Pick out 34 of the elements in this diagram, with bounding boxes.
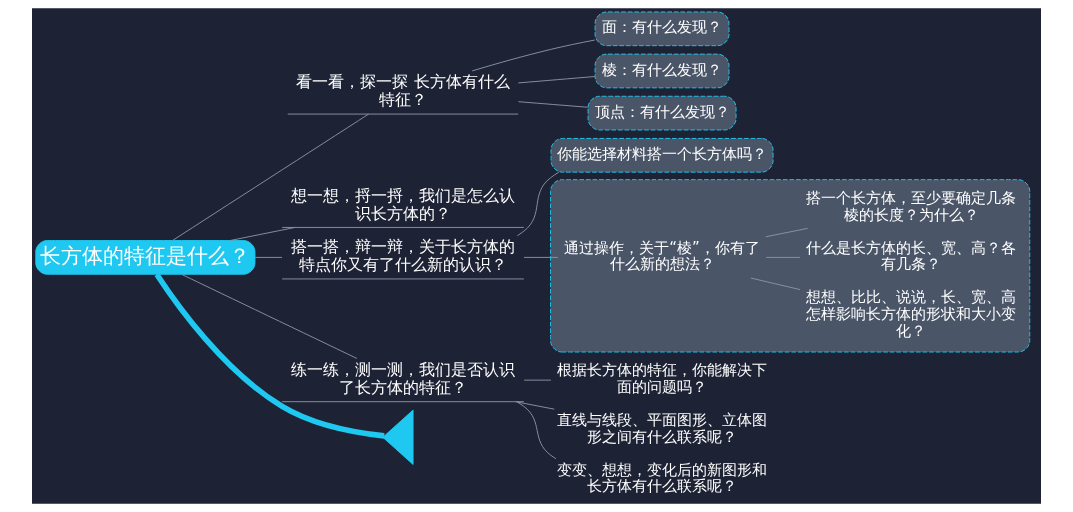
node-text: 练一练，测一测，我们是否认识了长方体的特征？ xyxy=(291,360,515,397)
connector xyxy=(518,101,589,108)
node-text: 什么是长方体的长、宽、高？各有几条？ xyxy=(806,238,1017,274)
connector xyxy=(517,76,596,84)
connector xyxy=(154,272,385,439)
connector xyxy=(172,113,370,241)
connector xyxy=(229,226,296,241)
connector xyxy=(516,171,560,237)
connector xyxy=(750,277,801,291)
connector xyxy=(254,256,283,258)
node-text: 搭一个长方体，至少要确定几条棱的长度？为什么？ xyxy=(806,188,1017,224)
connector xyxy=(515,401,555,410)
connector xyxy=(181,273,358,359)
node-text: 想一想，捋一捋，我们是怎么认识长方体的？ xyxy=(291,185,515,223)
connector xyxy=(471,39,596,72)
node-box: 长方体的特征是什么？ xyxy=(35,240,256,275)
node-text: 变变、想想，变化后的新图形和长方体有什么联系呢？ xyxy=(557,460,768,496)
node-triangle xyxy=(382,409,414,465)
node-box: 顶点：有什么发现？ xyxy=(587,95,737,131)
node-box: 你能选择材料搭一个长方体吗？ xyxy=(550,137,774,173)
node-text: 通过操作，关于“棱”，你有了什么新的想法？ xyxy=(564,238,760,274)
node-box: 面：有什么发现？ xyxy=(594,11,730,47)
node-text: 看一看，探一探 长方体有什么特征？ xyxy=(296,72,510,110)
node-text: 想想、比比、说说，长、宽、高怎样影响长方体的形状和大小变化？ xyxy=(806,288,1017,340)
connector xyxy=(765,256,801,258)
node-box: 棱：有什么发现？ xyxy=(594,53,730,89)
connector xyxy=(523,379,552,381)
node-text: 直线与线段、平面图形、立体图形之间有什么联系呢？ xyxy=(557,410,768,446)
connector xyxy=(523,256,559,258)
connector xyxy=(516,401,557,460)
node-text: 根据长方体的特征，你能解决下面的问题吗？ xyxy=(557,361,768,397)
cluster xyxy=(550,179,1031,353)
connector xyxy=(765,227,809,238)
node-text: 搭一搭，辩一辩，关于长方体的特点你又有了什么新的认识？ xyxy=(291,237,515,275)
